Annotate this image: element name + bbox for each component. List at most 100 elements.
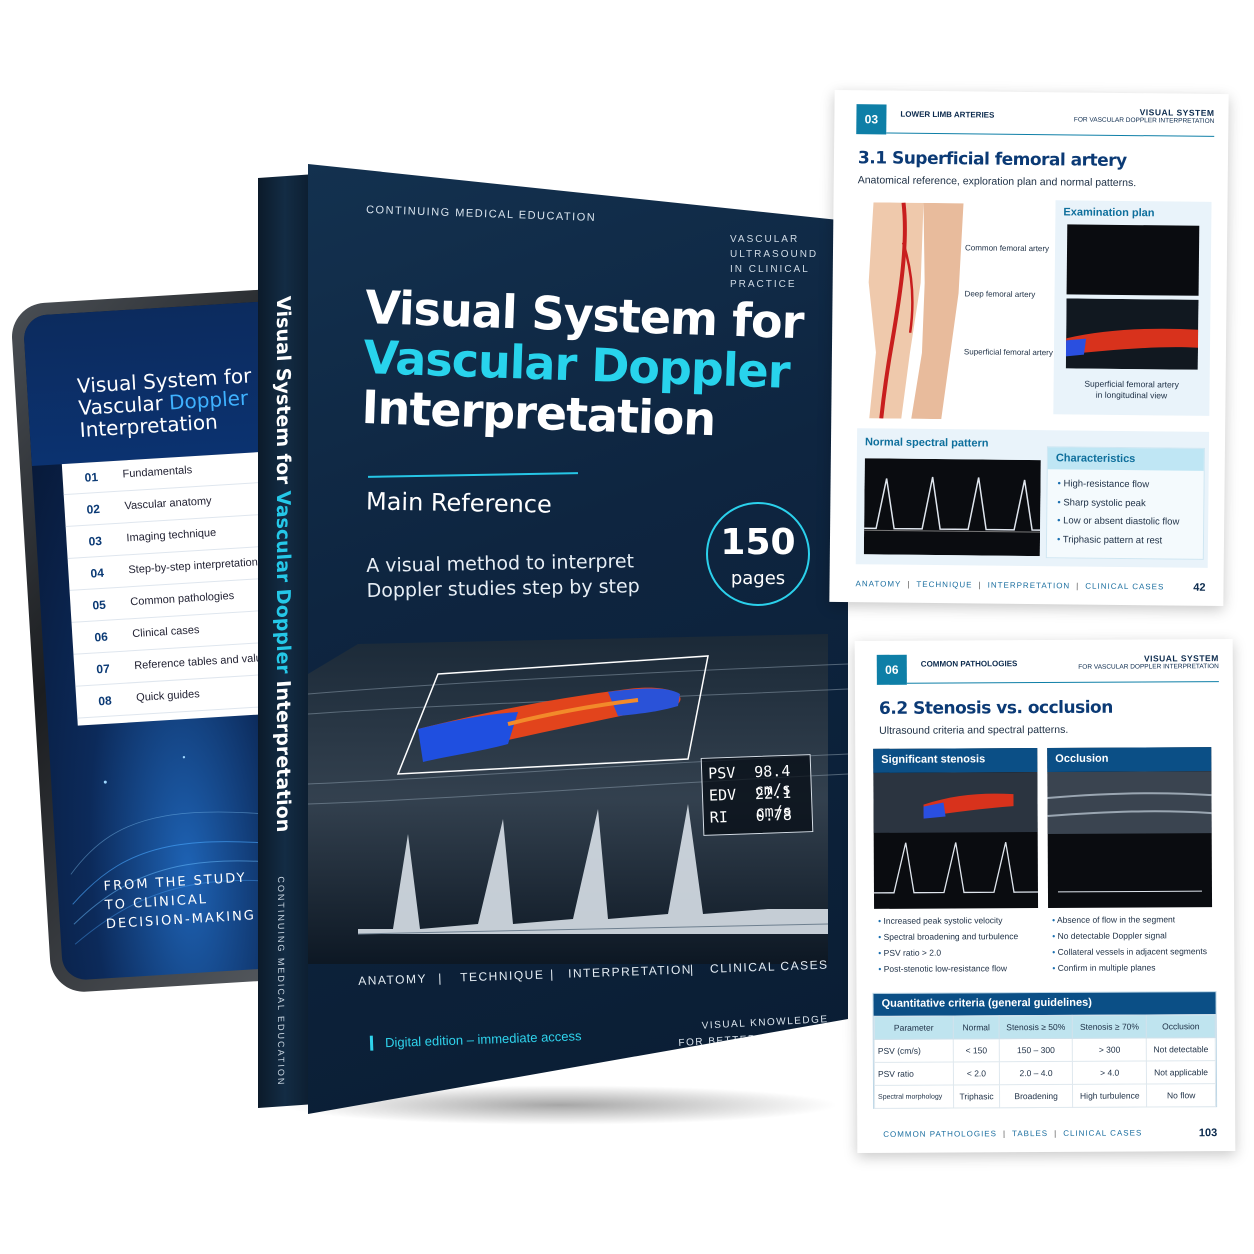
spectral-title: Normal spectral pattern: [864, 436, 989, 450]
chapter-number: 06: [876, 654, 907, 685]
readout-value: 0.78: [755, 805, 793, 826]
readout-label: PSV: [707, 763, 736, 783]
sample-page-femoral: 03 LOWER LIMB ARTERIES VISUAL SYSTEM FOR…: [829, 89, 1229, 607]
table-cell: High turbulence: [1072, 1083, 1147, 1108]
sample-page-stenosis: 06 COMMON PATHOLOGIES VISUAL SYSTEM FOR …: [854, 639, 1236, 1153]
cover-section-separator: |: [549, 967, 555, 982]
stenosis-title: Significant stenosis: [881, 753, 986, 766]
footer-item: CLINICAL CASES: [1063, 1128, 1143, 1138]
page-heading: 3.1 Superficial femoral artery: [857, 148, 1127, 172]
table-cell: > 300: [1072, 1037, 1147, 1062]
quantitative-table-box: Quantitative criteria (general guideline…: [872, 991, 1218, 1109]
occlusion-title: Occlusion: [1055, 752, 1109, 765]
cover-subtitle: VASCULAR ULTRASOUND IN CLINICAL PRACTICE: [730, 232, 830, 292]
table-cell: Not detectable: [1146, 1037, 1216, 1061]
footer-item: TECHNIQUE: [916, 579, 973, 590]
header-rule: [886, 132, 1215, 137]
page-heading: 6.2 Stenosis vs. occlusion: [878, 697, 1113, 719]
cover-section-label: TECHNIQUE: [459, 967, 545, 985]
toc-number: 07: [95, 661, 111, 677]
criteria-item: Increased peak systolic velocity: [878, 912, 1018, 929]
pages-badge: 150 pages: [706, 502, 810, 606]
table-cell: PSV (cm/s): [874, 1038, 954, 1063]
pages-unit: pages: [730, 568, 786, 589]
cover-spectral-waveform: [358, 804, 828, 934]
caption-line: in longitudinal view: [1095, 389, 1168, 401]
occlusion-criteria-list: Absence of flow in the segment No detect…: [1052, 911, 1207, 976]
bmode-image: [1066, 224, 1200, 296]
criteria-item: Collateral vessels in adjacent segments: [1052, 943, 1207, 960]
table-header-cell: Parameter: [874, 1015, 954, 1040]
cover-section-separator: |: [437, 971, 444, 986]
readout-label: RI: [709, 808, 729, 827]
anatomy-label: Common femoral artery: [964, 243, 1050, 254]
criteria-item: Post-stenotic low-resistance flow: [878, 960, 1018, 977]
stenosis-panel: Significant stenosis: [873, 748, 1039, 909]
chapter-section: COMMON PATHOLOGIES: [920, 659, 1018, 669]
table-title: Quantitative criteria (general guideline…: [881, 996, 1092, 1010]
cover-description-line: Doppler studies step by step: [366, 575, 640, 602]
tablet-tagline: FROM THE STUDY TO CLINICAL DECISION-MAKI…: [103, 868, 256, 934]
running-head-subtitle: FOR VASCULAR DOPPLER INTERPRETATION: [1078, 663, 1219, 671]
criteria-item: No detectable Doppler signal: [1052, 927, 1207, 944]
footer-item: ANATOMY: [855, 579, 902, 589]
cover-subtitle-line: PRACTICE: [730, 279, 797, 290]
toc-number: 03: [88, 533, 103, 549]
toc-number: 05: [92, 597, 107, 613]
characteristic-item: Low or absent diastolic flow: [1057, 512, 1179, 532]
exam-plan-caption: Superficial femoral artery in longitudin…: [1053, 378, 1209, 402]
table-cell: 2.0 – 4.0: [999, 1061, 1073, 1085]
page-number: 103: [1198, 1127, 1218, 1140]
cover-title: Visual System for Vascular Doppler Inter…: [361, 280, 805, 447]
table-row: PSV (cm/s) < 150 150 – 300 > 300 Not det…: [874, 1037, 1216, 1063]
criteria-item: Confirm in multiple planes: [1052, 959, 1207, 976]
footer-item: INTERPRETATION: [987, 580, 1071, 591]
page-number: 42: [1193, 581, 1206, 594]
table-cell: No flow: [1146, 1083, 1216, 1107]
stenosis-criteria-list: Increased peak systolic velocity Spectra…: [878, 912, 1018, 977]
toc-label: Fundamentals: [122, 464, 193, 481]
table-cell: 150 – 300: [999, 1038, 1073, 1062]
table-cell: Triphasic: [953, 1084, 1000, 1108]
table-header-row: Parameter Normal Stenosis ≥ 50% Stenosis…: [874, 1014, 1216, 1040]
toc-label: Step-by-step interpretation: [128, 556, 259, 577]
stenosis-doppler-image: [873, 772, 1038, 894]
digital-edition-label: Digital edition – immediate access: [369, 1028, 582, 1051]
page-subheading: Ultrasound criteria and spectral pattern…: [879, 723, 1069, 737]
running-head-subtitle: FOR VASCULAR DOPPLER INTERPRETATION: [1073, 116, 1215, 125]
table-cell: < 150: [953, 1038, 1000, 1062]
table-header-cell: Normal: [953, 1015, 1000, 1039]
cover-ultrasound-image: [308, 634, 848, 964]
spine-title-part: Interpretation: [272, 672, 294, 833]
book-cover: CONTINUING MEDICAL EDUCATION VASCULAR UL…: [308, 164, 848, 1114]
criteria-item: PSV ratio > 2.0: [878, 944, 1018, 961]
spine-title-part: Visual System for: [272, 295, 294, 492]
table-cell: Not applicable: [1146, 1060, 1216, 1084]
criteria-item: Spectral broadening and turbulence: [878, 928, 1019, 945]
anatomy-label: Superficial femoral artery: [963, 347, 1053, 358]
pages-count: 150: [720, 522, 796, 563]
table-row: PSV ratio < 2.0 2.0 – 4.0 > 4.0 Not appl…: [874, 1060, 1216, 1086]
leg-anatomy-illustration: [868, 202, 964, 420]
page-footer-nav: ANATOMY|TECHNIQUE|INTERPRETATION|CLINICA…: [855, 579, 1165, 592]
exam-plan-panel: Examination plan Superficial femoral art…: [1053, 200, 1212, 416]
criteria-item: Absence of flow in the segment: [1052, 911, 1207, 928]
table-cell: > 4.0: [1072, 1060, 1147, 1085]
chapter-number: 03: [856, 104, 887, 135]
toc-label: Vascular anatomy: [124, 495, 212, 513]
cover-main-reference: Main Reference: [365, 487, 553, 519]
footer-item: TABLES: [1012, 1128, 1049, 1139]
chapter-section: LOWER LIMB ARTERIES: [900, 109, 995, 120]
characteristic-item: High-resistance flow: [1057, 475, 1179, 495]
tablet-title: Visual System for Vascular Doppler Inter…: [76, 363, 254, 442]
spectral-waveform-image: [863, 458, 1041, 557]
spine-title: Visual System for Vascular Doppler Inter…: [272, 295, 294, 832]
toc-label: Common pathologies: [130, 589, 235, 609]
cover-description: A visual method to interpret Doppler stu…: [366, 549, 640, 604]
characteristic-item: Sharp systolic peak: [1057, 494, 1179, 514]
page-running-head: VISUAL SYSTEM FOR VASCULAR DOPPLER INTER…: [1078, 653, 1219, 671]
cover-section-separator: |: [689, 962, 695, 977]
toc-label: Reference tables and values: [133, 651, 274, 673]
anatomy-label: Deep femoral artery: [964, 289, 1036, 300]
